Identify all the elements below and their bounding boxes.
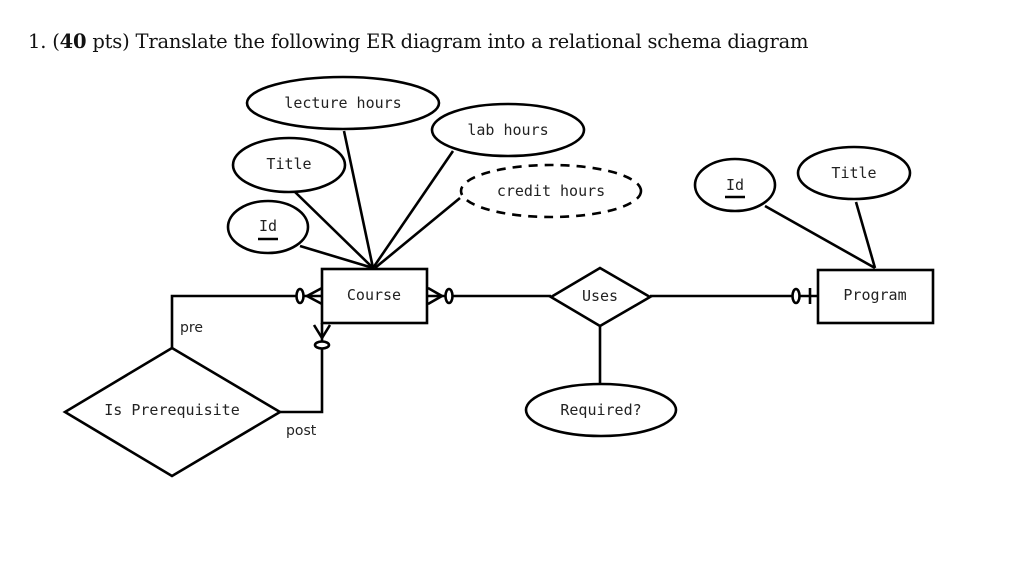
svg-text:credit hours: credit hours bbox=[497, 182, 605, 200]
svg-text:lecture hours: lecture hours bbox=[284, 94, 401, 112]
attribute-lecture-hours: lecture hours bbox=[245, 75, 441, 131]
attribute-program-title: Title bbox=[796, 145, 912, 201]
connector-program-title bbox=[854, 201, 877, 269]
cardinality-zero-or-many-icon bbox=[312, 324, 332, 350]
cardinality-zero-or-many-icon bbox=[427, 286, 454, 306]
connector-pre-role bbox=[170, 294, 322, 348]
svg-text:Title: Title bbox=[266, 155, 311, 173]
connector-program-id bbox=[764, 204, 876, 270]
entity-course: Course bbox=[320, 267, 429, 325]
question-points: 40 bbox=[59, 30, 87, 53]
question-prompt: Translate the following ER diagram into … bbox=[129, 30, 809, 53]
attribute-course-title: Title bbox=[231, 136, 347, 194]
question-text: 1. (40 pts) Translate the following ER d… bbox=[28, 30, 809, 53]
connector-course-title bbox=[294, 191, 374, 269]
attribute-credit-hours-derived: credit hours bbox=[459, 163, 643, 219]
attribute-program-id: Id bbox=[693, 157, 777, 213]
svg-text:Required?: Required? bbox=[560, 401, 641, 419]
relationship-is-prerequisite: Is Prerequisite bbox=[62, 346, 283, 478]
svg-text:Id: Id bbox=[726, 176, 744, 194]
attribute-course-id: Id bbox=[226, 199, 310, 255]
role-label-pre: pre bbox=[180, 320, 203, 336]
svg-text:Id: Id bbox=[259, 217, 277, 235]
connector-post-role bbox=[280, 323, 324, 414]
cardinality-zero-or-one-icon bbox=[791, 287, 812, 305]
question-number: 1. bbox=[28, 30, 47, 53]
connector-course-id bbox=[299, 244, 374, 270]
connector-lab-hours bbox=[371, 150, 455, 269]
connector-lecture-hours bbox=[342, 130, 375, 269]
role-label-post: post bbox=[286, 423, 317, 439]
svg-text:Uses: Uses bbox=[582, 287, 618, 305]
attribute-required: Required? bbox=[524, 382, 678, 438]
svg-text:Program: Program bbox=[843, 286, 906, 304]
connector-credit-hours bbox=[374, 196, 461, 270]
entity-program: Program bbox=[816, 268, 935, 325]
svg-text:Course: Course bbox=[347, 286, 401, 304]
attribute-lab-hours: lab hours bbox=[430, 102, 586, 158]
svg-text:Is Prerequisite: Is Prerequisite bbox=[104, 401, 239, 419]
svg-text:lab hours: lab hours bbox=[467, 121, 548, 139]
svg-text:Title: Title bbox=[831, 164, 876, 182]
relationship-uses: Uses bbox=[548, 266, 653, 328]
cardinality-zero-or-many-icon bbox=[295, 286, 323, 306]
